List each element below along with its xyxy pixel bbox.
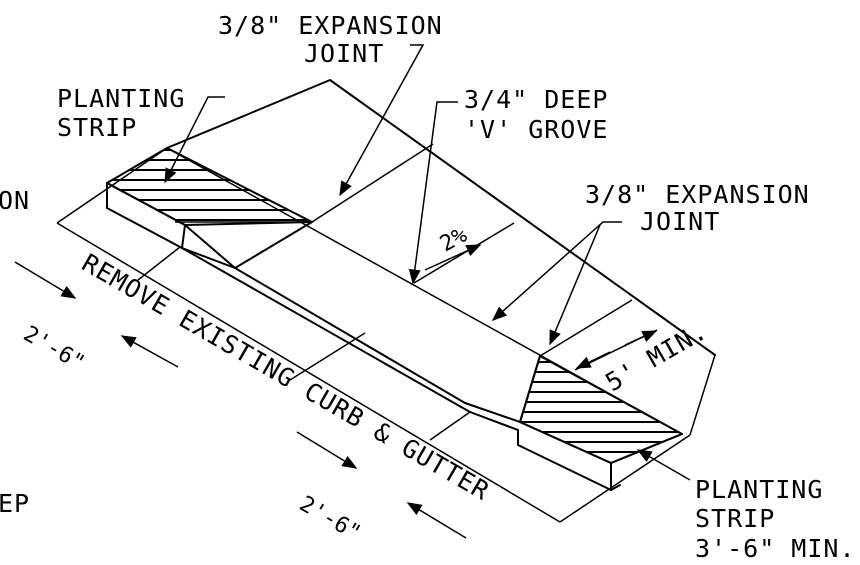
planting-strip-left-hatch [107, 149, 312, 221]
leader-lines [164, 44, 691, 481]
label-planting-strip-right-2: STRIP [695, 504, 775, 533]
label-planting-strip-right-1: PLANTING [695, 475, 823, 504]
label-cut-off-left-2: EP [0, 489, 30, 518]
planting-strip-right-outline [519, 355, 683, 464]
dimension-left [14, 261, 179, 368]
label-dim-left: 2'-6" [19, 322, 89, 377]
label-v-groove-2: 'V' GROVE [464, 115, 608, 144]
label-right-expansion-joint-1: 3/8" EXPANSION [585, 180, 810, 209]
label-planting-strip-left-2: STRIP [57, 113, 137, 142]
label-planting-strip-left-1: PLANTING [57, 84, 185, 113]
dimension-right [296, 431, 467, 539]
label-dim-right: 2'-6" [295, 492, 365, 547]
label-width-min: 5' MIN. [601, 316, 713, 397]
label-cut-off-left-1: ON [0, 186, 30, 215]
label-top-expansion-joint-1: 3/8" EXPANSION [218, 11, 443, 40]
label-right-expansion-joint-2: JOINT [640, 207, 720, 236]
planting-strip-left-outline [106, 147, 313, 226]
label-top-expansion-joint-2: JOINT [304, 39, 384, 68]
label-remove-curb: REMOVE EXISTING CURB & GUTTER [77, 248, 495, 506]
label-v-groove-1: 3/4" DEEP [464, 85, 608, 114]
label-planting-strip-right-3: 3'-6" MIN. [695, 534, 856, 563]
dimension-5ft-min [574, 329, 658, 371]
